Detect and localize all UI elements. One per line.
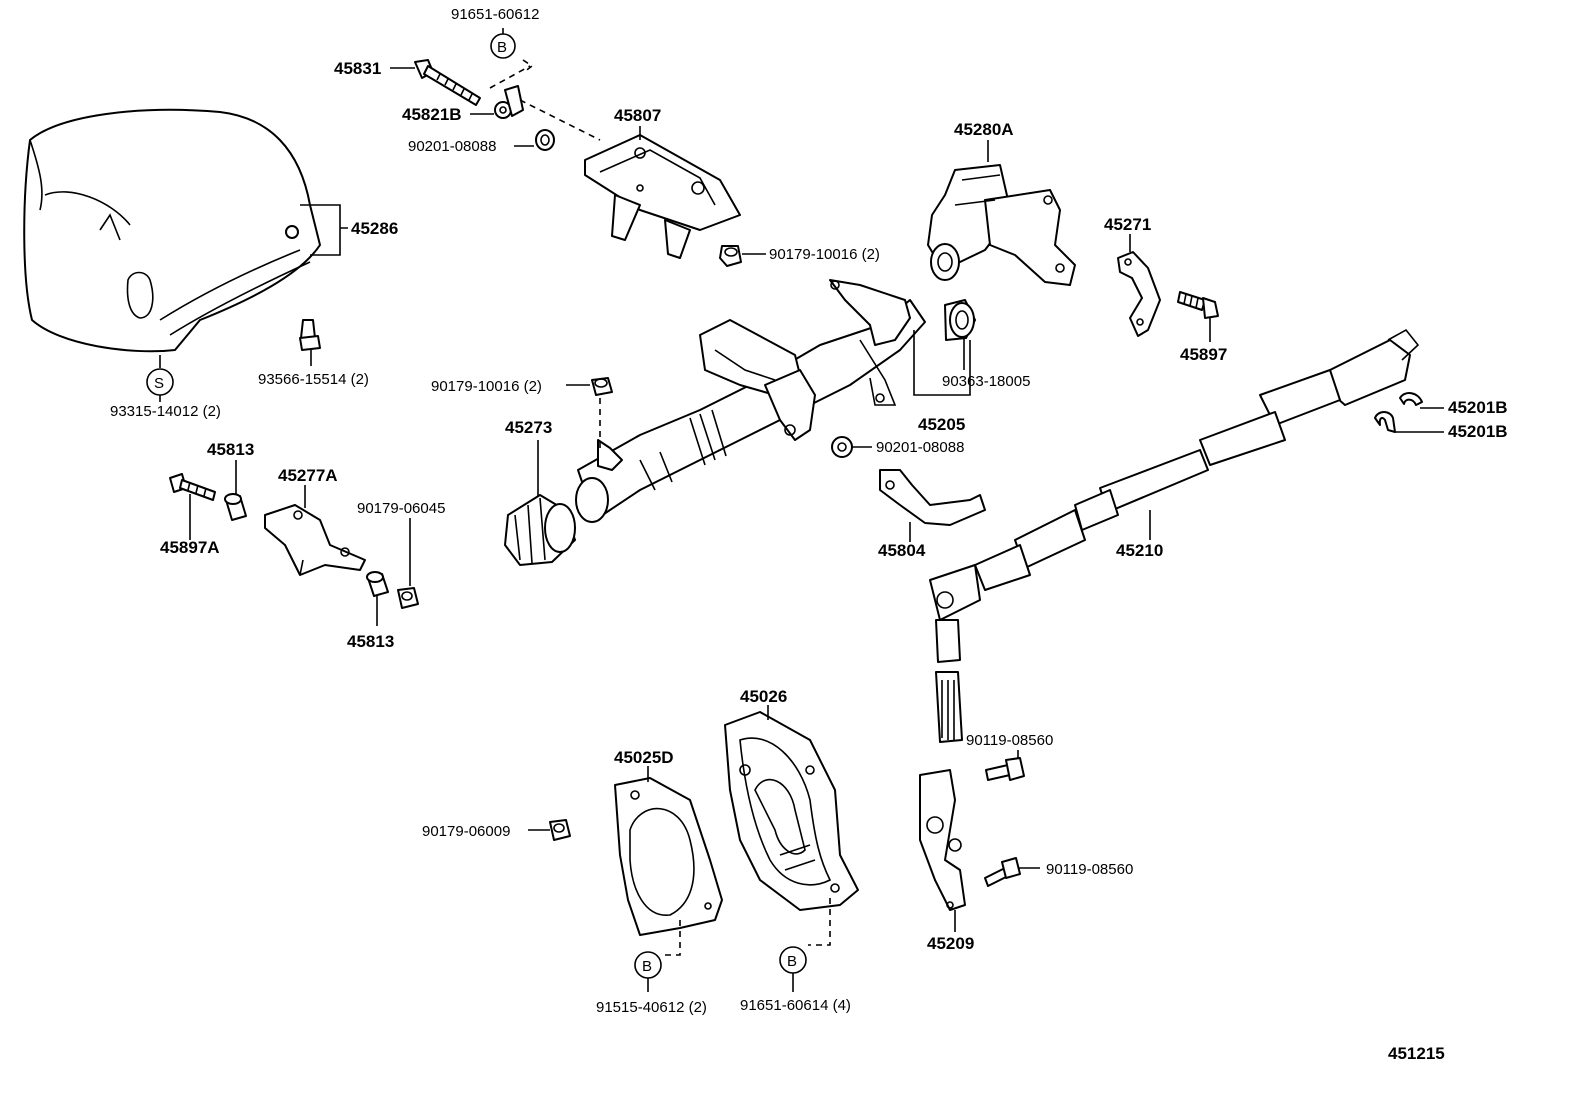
part-93566-15514-screw[interactable] (299, 319, 321, 351)
leader-45286 (300, 204, 348, 256)
label-90179-10016-mid: 90179-10016 (2) (431, 378, 542, 395)
label-45025D: 45025D (614, 748, 674, 767)
label-45209: 45209 (927, 934, 974, 953)
part-45201B-snap-ring-b[interactable] (1374, 411, 1396, 433)
dashed-assembly-line-b-top (489, 59, 601, 141)
part-45821B-nut[interactable] (494, 85, 524, 119)
label-45273: 45273 (505, 418, 552, 437)
part-45813-bushing-b[interactable] (366, 571, 389, 597)
part-90201-08088-nut[interactable] (535, 129, 555, 151)
label-90363-18005: 90363-18005 (942, 373, 1030, 390)
label-91651-60612: 91651-60612 (451, 6, 539, 23)
dashed-line-b-left (660, 920, 681, 956)
part-90201-08088-nut-mid[interactable] (831, 436, 853, 458)
label-91651-60614: 91651-60614 (4) (740, 997, 851, 1014)
part-45205-column-tube[interactable] (575, 279, 926, 523)
callout-b-left-letter: B (642, 958, 652, 975)
label-93315-14012: 93315-14012 (2) (110, 403, 221, 420)
diagram-code: 451215 (1388, 1044, 1445, 1063)
label-45205: 45205 (918, 415, 965, 434)
label-45831: 45831 (334, 59, 381, 78)
part-45209-universal-joint[interactable] (919, 671, 966, 911)
label-93566-15514: 93566-15514 (2) (258, 371, 369, 388)
label-45286: 45286 (351, 219, 398, 238)
part-45807-bracket[interactable] (584, 134, 741, 259)
part-90119-08560-bolt-a[interactable] (985, 757, 1025, 781)
label-45277A: 45277A (278, 466, 338, 485)
part-45831-bolt[interactable] (414, 59, 481, 106)
part-45273-collar[interactable] (504, 494, 576, 566)
label-45897A: 45897A (160, 538, 220, 557)
dashed-line-b-right (808, 898, 831, 946)
part-45286-column-cover[interactable] (23, 108, 321, 353)
callout-b-right-letter: B (787, 953, 797, 970)
callout-b-top-letter: B (497, 39, 507, 56)
part-45813-bushing-a[interactable] (224, 493, 247, 521)
part-45897-bolt[interactable] (1177, 291, 1219, 319)
part-45026-hole-cover[interactable] (724, 711, 859, 911)
part-90179-06045-nut[interactable] (397, 587, 419, 609)
part-45804-bracket[interactable] (879, 469, 986, 526)
part-45025D-cover[interactable] (614, 777, 723, 936)
label-90179-10016-top: 90179-10016 (2) (769, 246, 880, 263)
label-45804: 45804 (878, 541, 926, 560)
label-45280A: 45280A (954, 120, 1014, 139)
label-45210: 45210 (1116, 541, 1163, 560)
label-45813-b: 45813 (347, 632, 394, 651)
label-45813-a: 45813 (207, 440, 254, 459)
label-45201B-b: 45201B (1448, 422, 1508, 441)
part-45280A-lock-housing[interactable] (927, 164, 1076, 286)
label-91515-40612: 91515-40612 (2) (596, 999, 707, 1016)
label-45201B-a: 45201B (1448, 398, 1508, 417)
part-45201B-snap-ring-a[interactable] (1399, 392, 1423, 406)
label-45807: 45807 (614, 106, 661, 125)
part-90179-10016-nut-mid[interactable] (591, 377, 613, 396)
label-90119-08560-b: 90119-08560 (1046, 861, 1133, 878)
part-90179-10016-nut-top[interactable] (719, 245, 742, 267)
label-90179-06045: 90179-06045 (357, 500, 445, 517)
label-90179-06009: 90179-06009 (422, 823, 510, 840)
callout-s-letter: S (154, 375, 164, 392)
part-45210-steering-shaft[interactable] (929, 328, 1420, 663)
part-90179-06009-nut[interactable] (549, 819, 571, 841)
label-90201-08088-mid: 90201-08088 (876, 439, 964, 456)
label-45821B: 45821B (402, 105, 462, 124)
leader-45205 (913, 330, 971, 396)
label-45271: 45271 (1104, 215, 1151, 234)
label-90201-08088-top: 90201-08088 (408, 138, 496, 155)
part-90363-18005-ring[interactable] (944, 299, 976, 341)
label-90119-08560-a: 90119-08560 (966, 732, 1053, 749)
label-45897: 45897 (1180, 345, 1227, 364)
part-45277A-bracket[interactable] (264, 504, 366, 576)
label-45026: 45026 (740, 687, 787, 706)
part-labels: 91651-60612 B 45831 45821B 90201-08088 4… (110, 6, 1508, 1063)
part-45897A-bolt[interactable] (169, 473, 216, 501)
part-90119-08560-bolt-b[interactable] (984, 857, 1021, 887)
part-45271-lever[interactable] (1117, 251, 1161, 337)
